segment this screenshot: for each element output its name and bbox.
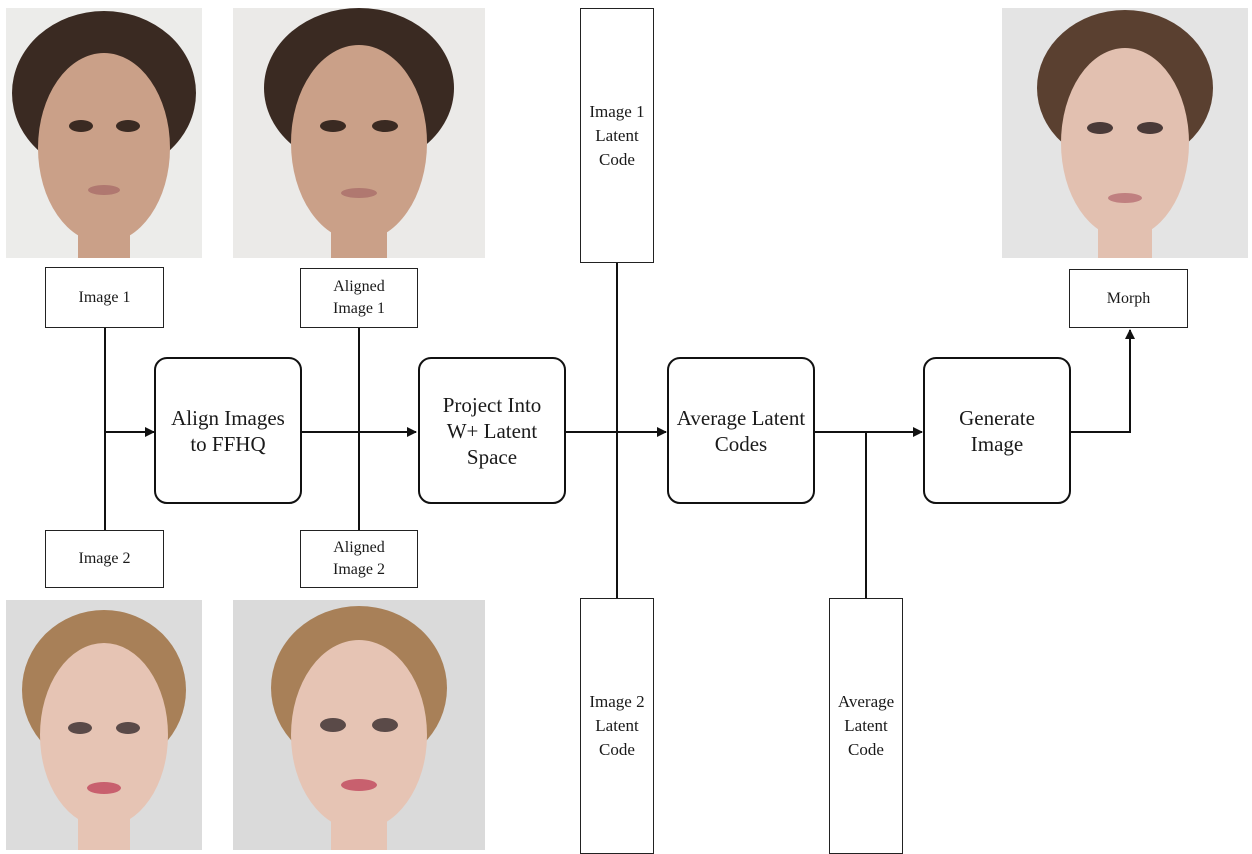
image2-label: Image 2 [78, 550, 131, 567]
aligned-face1-image [233, 8, 485, 258]
arrow-to-morph [1071, 329, 1135, 433]
aligned-face2-image [233, 600, 485, 850]
aligned-face2-photo [233, 600, 485, 850]
morph-image [1002, 8, 1248, 258]
aligned-image1-label-box: Aligned Image 1 [300, 268, 418, 328]
morph-photo [1002, 8, 1248, 258]
average-latent-code-box: Average Latent Code [829, 598, 903, 854]
aligned-image2-label-box: Aligned Image 2 [300, 530, 418, 588]
image1-label: Image 1 [78, 288, 131, 306]
image1-latent-code-label: Image 1 Latent Code [589, 101, 645, 169]
align-images-label: Align Images to FFHQ [171, 405, 285, 456]
generate-image-label: Generate Image [959, 405, 1035, 456]
aligned-image2-label: Aligned Image 2 [333, 539, 385, 578]
project-latent-label: Project Into W+ Latent Space [442, 392, 542, 469]
morph-label-box: Morph [1069, 269, 1188, 328]
average-latent-label: Average Latent Codes [676, 405, 806, 456]
generate-image-step: Generate Image [923, 357, 1071, 504]
image2-latent-code-box: Image 2 Latent Code [580, 598, 654, 854]
project-latent-step: Project Into W+ Latent Space [418, 357, 566, 504]
morph-label: Morph [1106, 289, 1151, 307]
average-latent-step: Average Latent Codes [667, 357, 815, 504]
aligned-image1-label: Aligned Image 1 [333, 278, 385, 317]
face2-photo [6, 600, 202, 850]
image2-label-box: Image 2 [45, 530, 164, 588]
average-latent-code-label: Average Latent Code [837, 692, 895, 759]
image2-latent-code-label: Image 2 Latent Code [589, 692, 645, 759]
face2-image [6, 600, 202, 850]
face1-image [6, 8, 202, 258]
face1-photo [6, 8, 202, 258]
align-images-step: Align Images to FFHQ [154, 357, 302, 504]
image1-latent-code-box: Image 1 Latent Code [580, 8, 654, 263]
aligned-face1-photo [233, 8, 485, 258]
image1-label-box: Image 1 [45, 267, 164, 328]
